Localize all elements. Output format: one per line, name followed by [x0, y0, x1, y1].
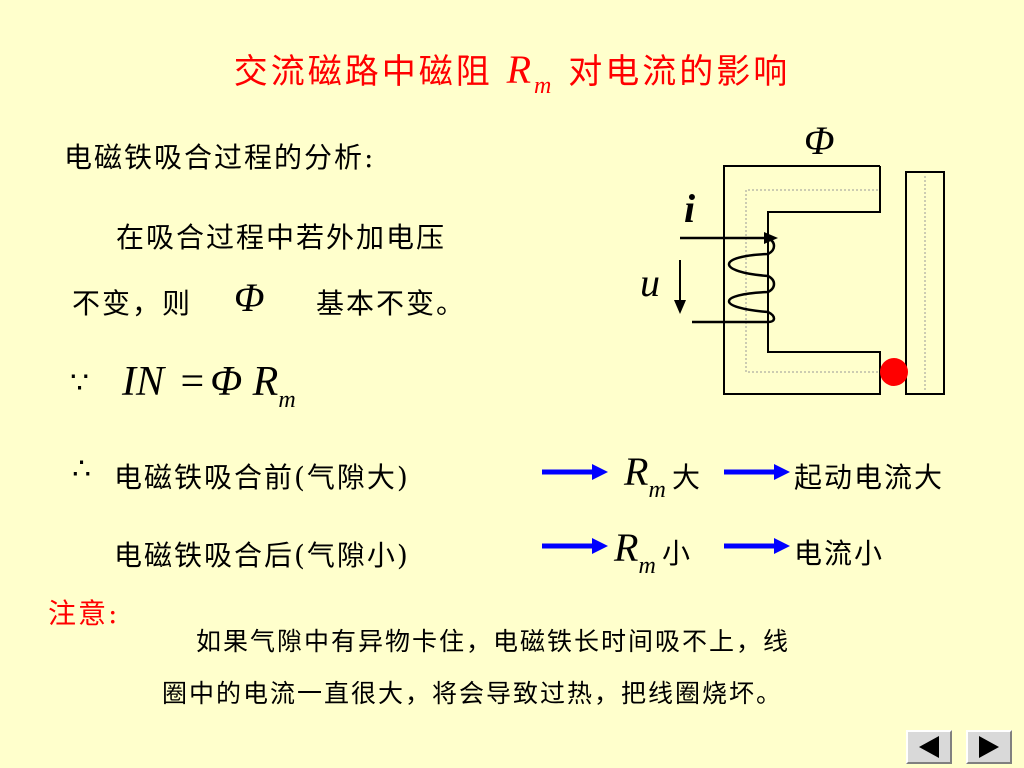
row2-arrow-1	[542, 538, 608, 554]
core-outer	[723, 165, 881, 395]
equation-sub: m	[278, 387, 296, 413]
row2-r: R	[614, 525, 639, 570]
row2-rm: Rm	[614, 524, 656, 579]
row2-label: 电磁铁吸合后(气隙小)	[114, 539, 410, 572]
title-text-after: 对电流的影响	[568, 52, 791, 92]
coil	[680, 236, 776, 324]
equation: IN =Φ Rm	[122, 358, 296, 413]
equation-phi: Φ	[210, 359, 243, 405]
because-symbol: ∵	[70, 366, 90, 401]
electromagnet-diagram: Φ i u	[640, 118, 945, 395]
row2-mid: 小	[662, 537, 693, 570]
note-line-2: 圈中的电流一直很大，将会导致过热，把线圈烧坏。	[162, 679, 784, 708]
para-line-1: 在吸合过程中若外加电压	[116, 221, 447, 254]
row2-result: 电流小	[794, 537, 885, 570]
title-text-before: 交流磁路中磁阻	[233, 52, 493, 92]
title-symbol-r: R	[506, 47, 535, 92]
para-line-2b: 基本不变。	[316, 287, 467, 320]
armature	[905, 171, 945, 395]
row1-arrow-1	[542, 464, 608, 480]
current-arrowhead	[764, 232, 778, 244]
next-arrow-icon	[979, 736, 999, 758]
prev-slide-button[interactable]	[906, 730, 952, 764]
row1-result: 起动电流大	[794, 461, 945, 494]
flux-symbol-inline: Φ	[234, 275, 265, 320]
u-label: u	[640, 260, 660, 305]
row1-rm: Rm	[624, 448, 666, 503]
i-label: i	[684, 186, 695, 231]
note-label: 注意:	[48, 597, 120, 630]
prev-arrow-icon	[919, 736, 939, 758]
row2-sub: m	[638, 553, 656, 579]
row1-r: R	[624, 449, 649, 494]
row1-sub: m	[648, 477, 666, 503]
therefore-symbol: ∴	[72, 452, 92, 487]
title-symbol-sub: m	[534, 73, 555, 99]
analysis-heading: 电磁铁吸合过程的分析:	[64, 141, 376, 174]
voltage-arrowhead	[674, 300, 686, 314]
phi-label: Φ	[804, 118, 834, 163]
equation-equals: =	[180, 359, 205, 405]
page-title: 交流磁路中磁阻 Rm 对电流的影响	[0, 44, 1024, 99]
para-line-2a: 不变，则	[72, 287, 193, 320]
row1-mid: 大	[672, 461, 703, 494]
row1-label: 电磁铁吸合前(气隙大)	[114, 461, 410, 494]
equation-r: R	[252, 359, 279, 405]
row2-arrow-2	[724, 538, 790, 554]
equation-lhs: IN	[122, 359, 164, 405]
core-flux-path	[745, 189, 878, 373]
note-line-1: 如果气隙中有异物卡住，电磁铁长时间吸不上，线	[196, 627, 791, 656]
next-slide-button[interactable]	[966, 730, 1012, 764]
air-gap-dot	[880, 358, 908, 386]
row1-arrow-2	[724, 464, 790, 480]
